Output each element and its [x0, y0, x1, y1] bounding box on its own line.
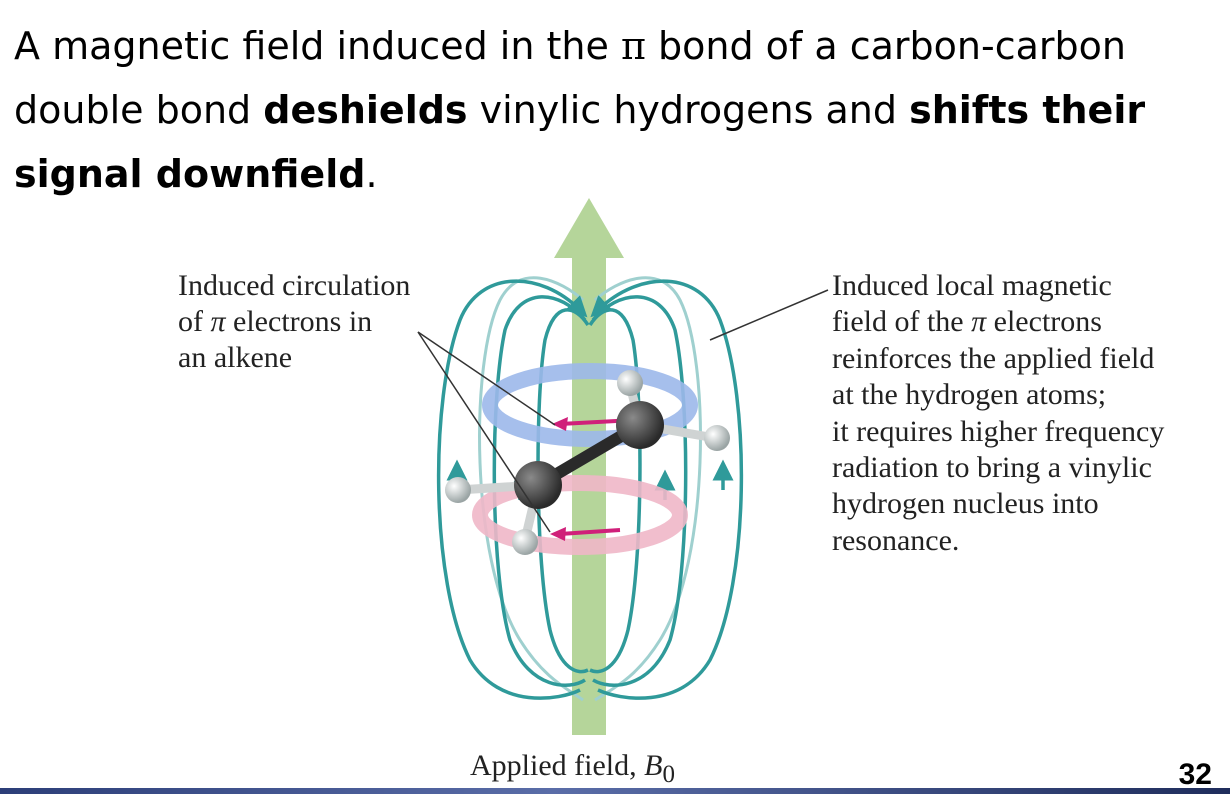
title-bold-shifts: shifts their signal downfield	[14, 88, 1146, 196]
pi-symbol: π	[971, 305, 987, 339]
applied-field-arrow	[554, 198, 624, 735]
title-text-2: bond of a carbon-carbon double bond	[14, 24, 1126, 132]
left-label-line: an alkene	[178, 341, 293, 374]
pi-symbol: π	[210, 305, 226, 338]
left-label-line: Induced circulation	[178, 269, 411, 302]
b-subscript: 0	[662, 761, 675, 788]
title-text-3: vinylic hydrogens and	[467, 88, 910, 132]
upper-electron-arrowhead	[552, 417, 568, 431]
title-bold-deshields: deshields	[263, 88, 468, 132]
right-label-text: field of the	[832, 305, 972, 339]
right-label-line: at the hydrogen atoms;	[832, 378, 1107, 412]
hydrogen-atom	[512, 529, 538, 555]
title-pi-symbol: π	[620, 24, 646, 68]
lower-pi-ring	[472, 475, 688, 555]
hydrogen-atom	[445, 477, 471, 503]
right-label-line: it requires higher frequency	[832, 414, 1165, 448]
lower-electron-arrowhead	[550, 527, 566, 541]
left-label-text: electrons in	[225, 305, 373, 338]
title-text-4: .	[365, 152, 378, 196]
right-label-line: reinforces the applied field	[832, 341, 1155, 375]
ethylene-molecule	[445, 370, 730, 555]
right-label-line: radiation to bring a vinylic	[832, 451, 1152, 485]
right-label-text: electrons	[986, 305, 1102, 339]
induced-local-field-label: Induced local magnetic field of the π el…	[832, 268, 1164, 559]
induced-circulation-label: Induced circulation of π electrons in an…	[178, 268, 410, 376]
b-symbol: B	[644, 749, 663, 782]
hydrogen-atom	[617, 370, 643, 396]
carbon-atom	[616, 401, 664, 449]
footer-bar	[0, 788, 1230, 794]
page-number: 32	[1178, 758, 1212, 791]
left-label-text: of	[178, 305, 211, 338]
hydrogen-atom	[704, 425, 730, 451]
right-label-line: field of the π electrons	[832, 304, 1164, 340]
left-label-line: of π electrons in	[178, 304, 410, 340]
applied-field-label: Applied field, B0	[470, 746, 675, 795]
right-label-line: hydrogen nucleus into	[832, 487, 1099, 521]
leader-lines	[417, 289, 829, 533]
applied-field-text: Applied field,	[470, 749, 645, 782]
field-lines-background	[478, 276, 702, 702]
carbon-atom	[514, 461, 562, 509]
title-text-1: A magnetic field induced in the	[14, 24, 621, 68]
right-label-line: Induced local magnetic	[832, 269, 1112, 302]
slide-title: A magnetic field induced in the π bond o…	[14, 14, 1214, 206]
right-label-line: resonance.	[832, 523, 960, 557]
